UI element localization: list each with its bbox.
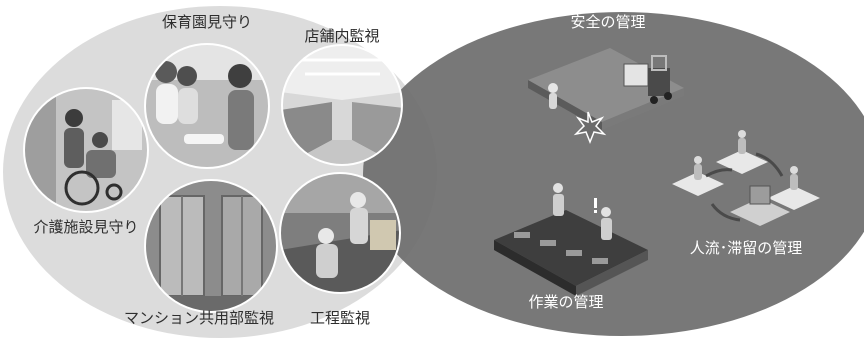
label-care: 介護施設見守り [33,218,138,236]
label-nursery: 保育園見守り [162,13,252,31]
label-safety: 安全の管理 [570,13,645,31]
label-mansion: マンション共用部監視 [124,309,274,327]
label-work: 作業の管理 [528,293,603,311]
label-crowd: 人流･滞留の管理 [690,239,803,257]
people-flow-icon [672,130,820,226]
elevator-hall-photo [145,180,277,312]
label-store: 店舗内監視 [304,27,379,45]
right-ellipse [363,12,864,336]
label-factory: 工程監視 [310,309,370,327]
nursery-photo [145,44,269,168]
factory-workers-photo [280,173,400,293]
forklift-collision-icon [528,48,684,145]
assembly-line-icon [494,183,648,296]
